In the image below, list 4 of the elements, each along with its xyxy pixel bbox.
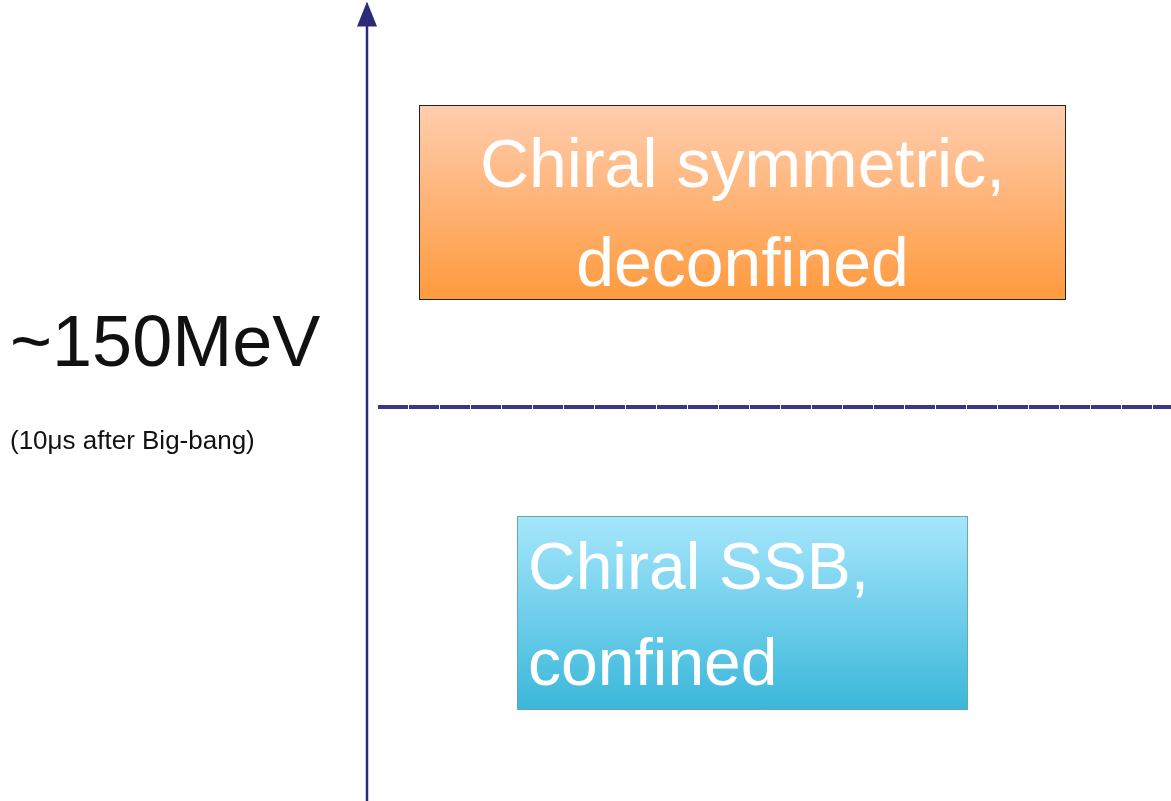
time-note: (10μs after Big-bang) [10,424,256,457]
phase-region-box: Chiral SSB, confined [517,516,968,710]
phase-region-box: Chiral symmetric, deconfined [419,105,1066,300]
temperature-label: ~150MeV [10,300,321,382]
